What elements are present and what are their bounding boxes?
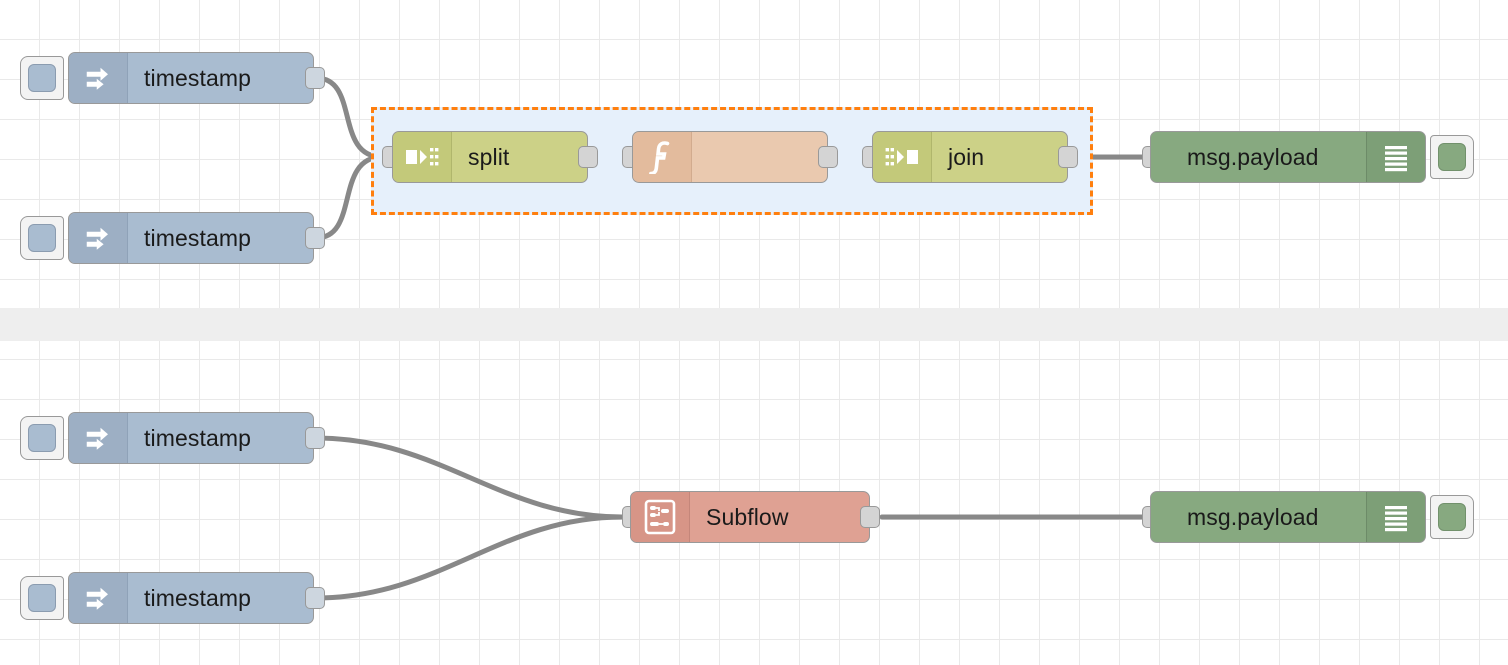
node-output-port[interactable] bbox=[305, 67, 325, 89]
flow-divider bbox=[0, 308, 1508, 341]
node-label: timestamp bbox=[144, 224, 251, 251]
inject-button[interactable] bbox=[20, 216, 64, 260]
wire-inject4-to-subflow[interactable] bbox=[313, 514, 625, 601]
inject-button-indicator bbox=[28, 224, 56, 252]
debug-toggle-button[interactable] bbox=[1430, 135, 1474, 179]
node-label: Subflow bbox=[706, 503, 789, 530]
inject-arrow-icon bbox=[69, 413, 128, 463]
node-label: timestamp bbox=[144, 584, 251, 611]
wire-inject3-to-subflow[interactable] bbox=[313, 435, 625, 520]
node-output-port[interactable] bbox=[305, 587, 325, 609]
node-label: msg.payload bbox=[1187, 143, 1319, 170]
node-subflow[interactable]: Subflow bbox=[630, 491, 870, 543]
function-f-icon bbox=[633, 132, 692, 182]
debug-toggle-button[interactable] bbox=[1430, 495, 1474, 539]
subflow-icon bbox=[631, 492, 690, 542]
inject-button-indicator bbox=[28, 424, 56, 452]
node-label: split bbox=[468, 143, 510, 170]
join-icon bbox=[873, 132, 932, 182]
node-output-port[interactable] bbox=[578, 146, 598, 168]
node-label: timestamp bbox=[144, 64, 251, 91]
node-label: join bbox=[948, 143, 985, 170]
inject-button[interactable] bbox=[20, 56, 64, 100]
debug-toggle-indicator bbox=[1438, 503, 1466, 531]
inject-button[interactable] bbox=[20, 416, 64, 460]
node-output-port[interactable] bbox=[1058, 146, 1078, 168]
debug-lines-icon bbox=[1366, 492, 1425, 542]
node-output-port[interactable] bbox=[305, 427, 325, 449]
node-label: timestamp bbox=[144, 424, 251, 451]
debug-toggle-indicator bbox=[1438, 143, 1466, 171]
node-split[interactable]: split bbox=[392, 131, 588, 183]
node-join[interactable]: join bbox=[872, 131, 1068, 183]
node-inject-timestamp-2[interactable]: timestamp bbox=[68, 212, 314, 264]
node-output-port[interactable] bbox=[818, 146, 838, 168]
node-inject-timestamp-3[interactable]: timestamp bbox=[68, 412, 314, 464]
inject-arrow-icon bbox=[69, 573, 128, 623]
node-output-port[interactable] bbox=[305, 227, 325, 249]
node-label: msg.payload bbox=[1187, 503, 1319, 530]
node-debug-bottom[interactable]: msg.payload bbox=[1150, 491, 1426, 543]
inject-button-indicator bbox=[28, 64, 56, 92]
inject-button-indicator bbox=[28, 584, 56, 612]
node-inject-timestamp-1[interactable]: timestamp bbox=[68, 52, 314, 104]
inject-arrow-icon bbox=[69, 213, 128, 263]
split-icon bbox=[393, 132, 452, 182]
node-inject-timestamp-4[interactable]: timestamp bbox=[68, 572, 314, 624]
inject-button[interactable] bbox=[20, 576, 64, 620]
inject-arrow-icon bbox=[69, 53, 128, 103]
debug-lines-icon bbox=[1366, 132, 1425, 182]
node-debug-top[interactable]: msg.payload bbox=[1150, 131, 1426, 183]
node-label bbox=[692, 132, 827, 182]
node-function[interactable] bbox=[632, 131, 828, 183]
node-output-port[interactable] bbox=[860, 506, 880, 528]
